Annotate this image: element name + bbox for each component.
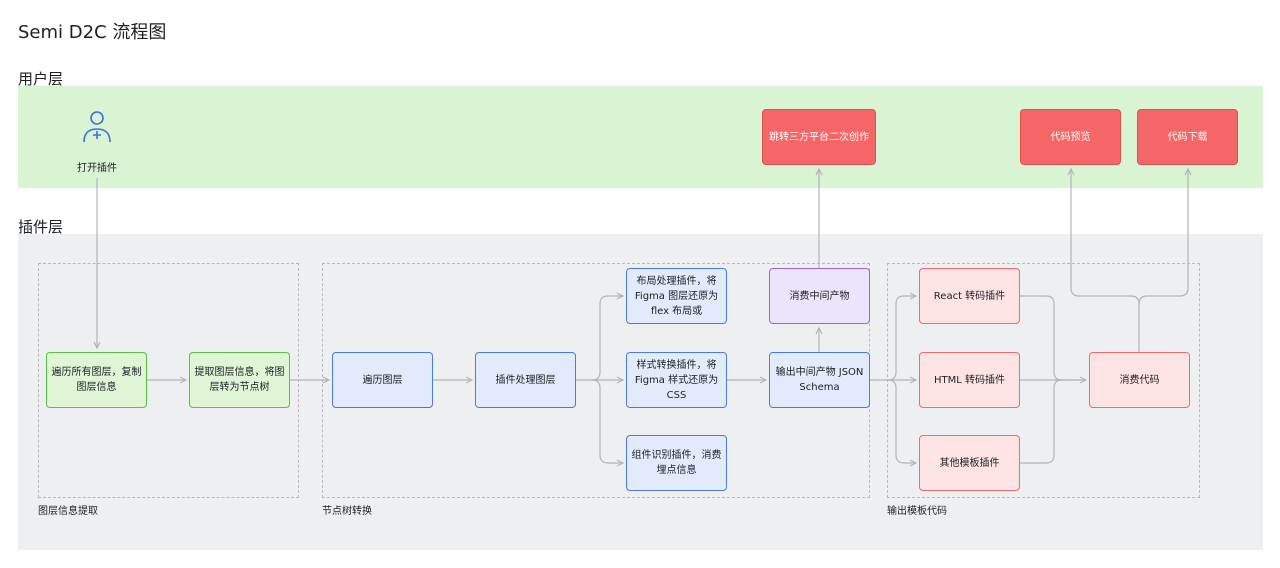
node-traverse-copy[interactable]: 遍历所有图层，复制图层信息	[46, 352, 147, 408]
node-traverse[interactable]: 遍历图层	[332, 352, 433, 408]
node-extract-info[interactable]: 提取图层信息，将图层转为节点树	[189, 352, 290, 408]
node-code-preview[interactable]: 代码预览	[1020, 109, 1121, 165]
lane-label-user: 用户层	[18, 70, 64, 88]
node-html-plugin[interactable]: HTML 转码插件	[919, 352, 1020, 408]
wire-other-to-consume	[1019, 379, 1063, 464]
wire-process-to-component	[591, 379, 623, 463]
node-style-plugin[interactable]: 样式转换插件，将 Figma 样式还原为 CSS	[626, 352, 727, 408]
wire-output-to-react	[870, 296, 916, 381]
group-label-extract: 图层信息提取	[38, 506, 98, 517]
group-label-output: 输出模板代码	[887, 506, 947, 517]
node-output-json[interactable]: 输出中间产物 JSON Schema	[769, 352, 870, 408]
user-add-icon	[81, 110, 113, 144]
wire-output-to-other	[887, 379, 916, 463]
node-consume-code[interactable]: 消费代码	[1089, 352, 1190, 408]
wire-process-to-layout	[575, 296, 623, 381]
node-layout-plugin[interactable]: 布局处理插件，将 Figma 图层还原为 flex 布局或	[626, 268, 727, 324]
node-jump-platform[interactable]: 跳转三方平台二次创作	[762, 109, 876, 165]
group-label-transform: 节点树转换	[322, 506, 372, 517]
page-title: Semi D2C 流程图	[18, 22, 167, 43]
node-plugin-process[interactable]: 插件处理图层	[475, 352, 576, 408]
node-code-download[interactable]: 代码下载	[1137, 109, 1238, 165]
node-other-plugin[interactable]: 其他模板插件	[919, 435, 1020, 491]
wire-consume-to-preview	[1071, 169, 1140, 352]
wire-consume-to-download	[1138, 169, 1188, 305]
open-plugin-label: 打开插件	[77, 163, 117, 174]
lane-label-plugin: 插件层	[18, 218, 64, 236]
wire-react-to-consume	[1019, 295, 1086, 380]
node-component-plugin[interactable]: 组件识别插件，消费埋点信息	[626, 435, 727, 491]
node-react-plugin[interactable]: React 转码插件	[919, 268, 1020, 324]
node-consume-artifact[interactable]: 消费中间产物	[769, 268, 870, 324]
